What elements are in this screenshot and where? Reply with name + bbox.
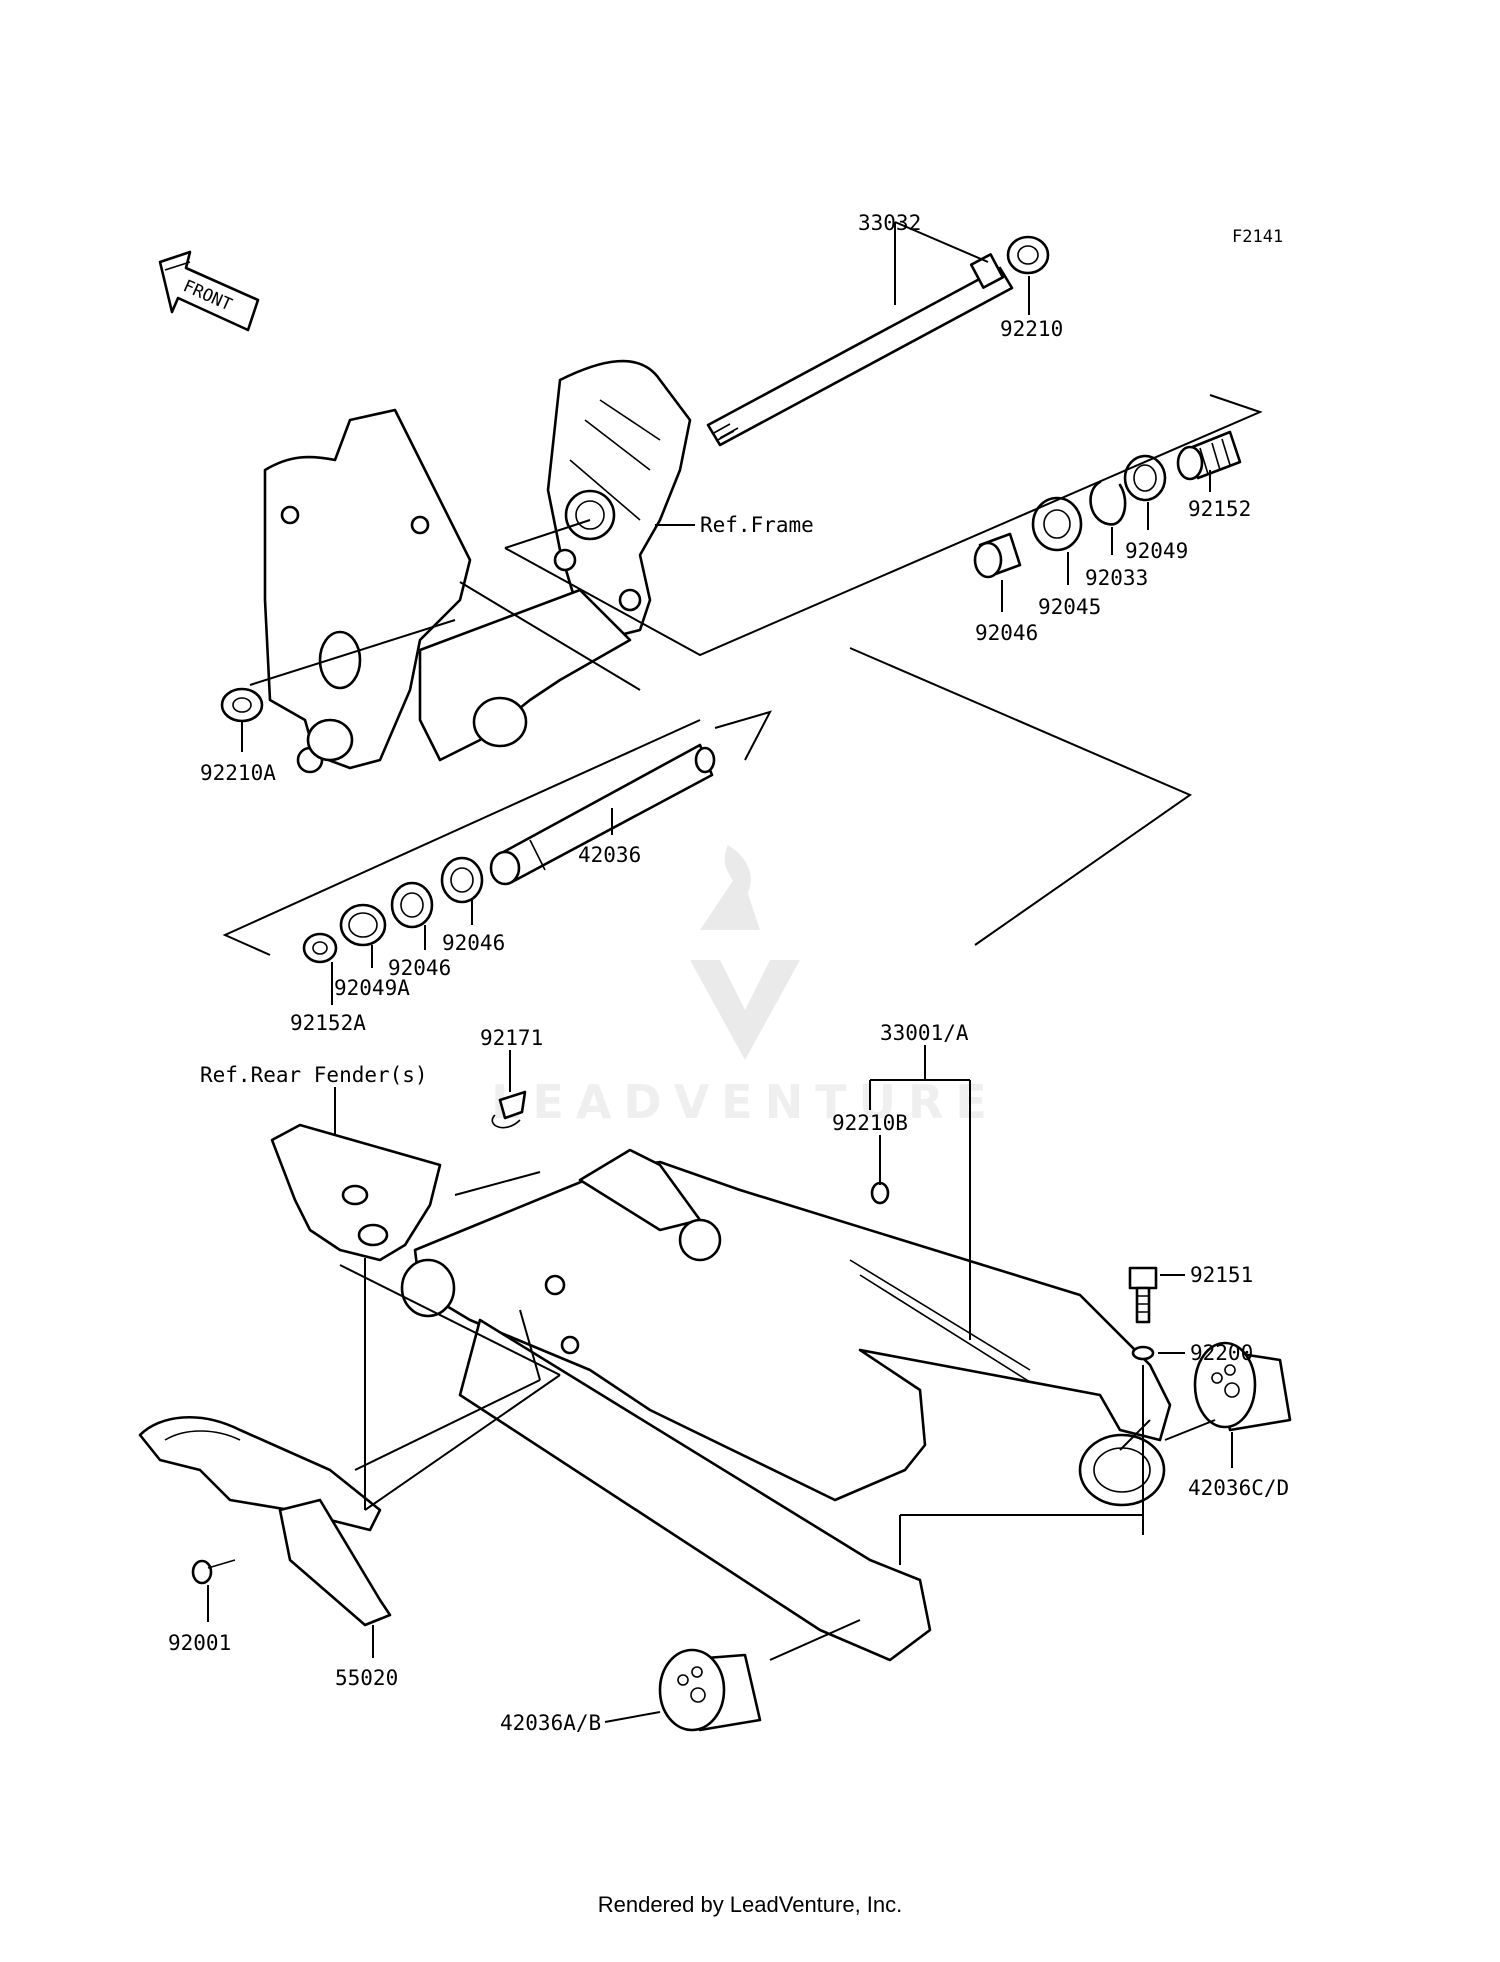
label-42036: 42036 <box>578 843 641 867</box>
ball-bearing-92045 <box>1031 496 1083 552</box>
oil-seal-92049A <box>339 903 387 947</box>
label-33001A: 33001/A <box>880 1021 969 1045</box>
label-92200: 92200 <box>1190 1341 1253 1365</box>
collar-92152A <box>302 932 338 964</box>
nut-92210A <box>220 687 264 723</box>
label-42036AB: 42036A/B <box>500 1711 601 1735</box>
label-42036CD: 42036C/D <box>1188 1476 1289 1500</box>
label-92049A: 92049A <box>334 976 410 1000</box>
label-92210: 92210 <box>1000 317 1063 341</box>
bushing-42036AB <box>658 1648 762 1732</box>
label-33032: 33032 <box>858 211 921 235</box>
bolt-92001 <box>191 1559 236 1585</box>
label-ref-rear-fender: Ref.Rear Fender(s) <box>200 1063 428 1087</box>
label-92152A: 92152A <box>290 1011 366 1035</box>
sleeve-42036 <box>489 743 716 886</box>
frame-cross-member <box>306 588 632 762</box>
label-92046-c: 92046 <box>388 956 451 980</box>
leader-42036AB <box>604 1711 661 1723</box>
diagram-code: F2141 <box>1232 227 1283 247</box>
bolt-92151 <box>1128 1266 1158 1324</box>
label-92049: 92049 <box>1125 539 1188 563</box>
collar-92152 <box>1176 430 1242 481</box>
rear-fender-bracket <box>270 1123 442 1262</box>
washer-92200 <box>1131 1345 1155 1361</box>
label-92046-upper: 92046 <box>975 621 1038 645</box>
leader-frame-a <box>504 519 591 549</box>
needle-bearing-92046-lower-b <box>390 881 434 929</box>
watermark-text: LEADVENTURE <box>491 1075 999 1129</box>
label-92171: 92171 <box>480 1026 543 1050</box>
label-92033: 92033 <box>1085 566 1148 590</box>
exploded-bracket-lower <box>222 719 701 956</box>
exploded-bracket-upper <box>504 394 1263 657</box>
circlip-92033 <box>1089 480 1127 526</box>
leader-network <box>339 1171 1216 1661</box>
front-arrow-icon: FRONT <box>158 250 260 332</box>
label-92210A: 92210A <box>200 761 276 785</box>
bushing-42036CD <box>1193 1341 1292 1432</box>
clip-92171 <box>491 1090 527 1129</box>
label-92152: 92152 <box>1188 497 1251 521</box>
pivot-shaft-33032 <box>706 253 1014 447</box>
label-92045: 92045 <box>1038 595 1101 619</box>
exploded-bracket-tip <box>714 710 772 761</box>
watermark-logo: LEADVENTURE <box>491 845 999 1129</box>
label-92046-b: 92046 <box>442 931 505 955</box>
leader-33001A <box>869 1045 971 1340</box>
label-ref-frame: Ref.Frame <box>700 513 814 537</box>
needle-bearing-92046-upper <box>973 532 1022 579</box>
footer-credit: Rendered by LeadVenture, Inc. <box>598 1892 903 1917</box>
chain-guard-55020 <box>138 1415 392 1627</box>
bolt-92210B <box>870 1181 890 1205</box>
nut-92210 <box>1006 235 1050 275</box>
label-92151: 92151 <box>1190 1263 1253 1287</box>
label-92001: 92001 <box>168 1631 231 1655</box>
leader-33032 <box>894 221 989 305</box>
label-92210B: 92210B <box>832 1111 908 1135</box>
exploded-bracket-right <box>849 647 1193 946</box>
frame-right-plate <box>546 359 692 642</box>
needle-bearing-92046-lower-a <box>440 856 484 904</box>
leader-frame-b <box>249 581 641 691</box>
label-55020: 55020 <box>335 1666 398 1690</box>
